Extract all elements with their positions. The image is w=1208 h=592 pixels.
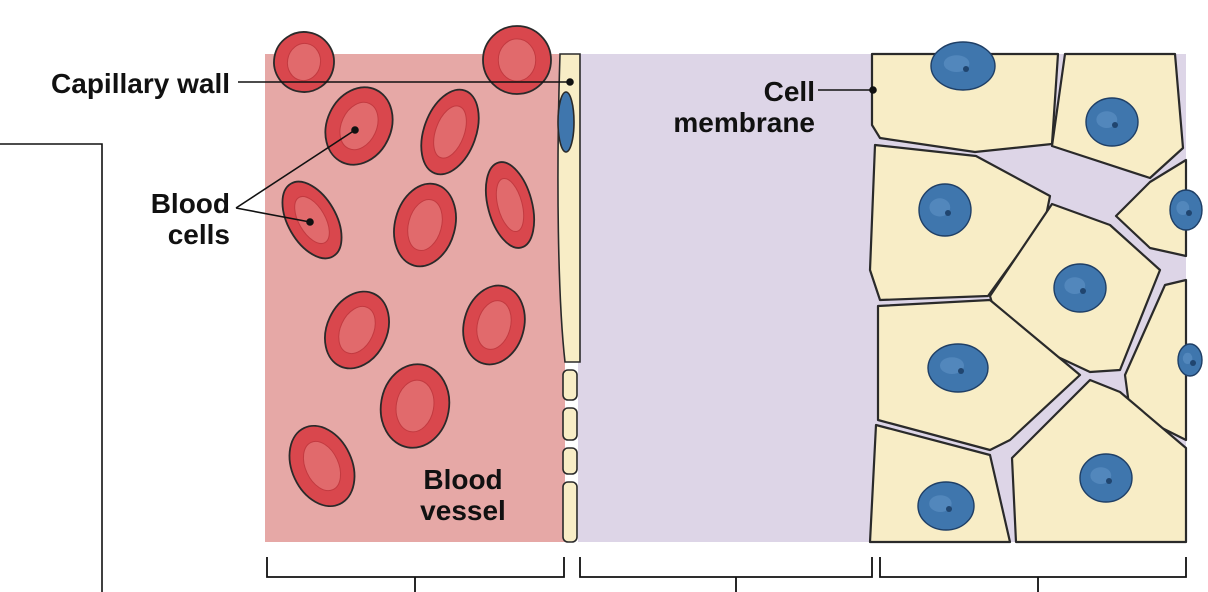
tissue-cell: [870, 41, 1060, 154]
blood-vessel-label: Blood vessel: [420, 464, 506, 526]
interstitial-fluid-region: [578, 54, 875, 542]
cell-membrane-label: Cell membrane: [673, 76, 815, 138]
left-bracket-line: [0, 143, 103, 592]
tissue-cell: [988, 202, 1162, 374]
red-blood-cell: [324, 86, 394, 166]
tissue-cell: [868, 423, 1012, 544]
tissue-cell: [1050, 52, 1185, 180]
red-blood-cell: [288, 424, 356, 508]
leader-lines: [235, 78, 877, 226]
red-blood-cell: [420, 88, 480, 176]
endothelial-nucleus: [557, 91, 575, 153]
red-blood-cell: [379, 363, 451, 449]
tissue-cells: [868, 41, 1203, 544]
tissue-cell: [1010, 378, 1188, 544]
red-blood-cell: [482, 25, 552, 95]
red-blood-cell: [484, 161, 536, 249]
red-blood-cell: [462, 284, 526, 366]
red-blood-cells: [273, 25, 552, 508]
capillary-wall-label: Capillary wall: [51, 68, 230, 99]
red-blood-cell: [324, 290, 390, 370]
capillary-wall: [557, 53, 581, 543]
tissue-cell: [1114, 158, 1203, 258]
bottom-brackets: [266, 557, 1187, 592]
tissue-cell: [876, 298, 1082, 452]
red-blood-cell: [273, 31, 335, 93]
blood-cells-label: Blood cells: [150, 188, 230, 250]
tissue-cell: [1123, 278, 1203, 442]
red-blood-cell: [393, 182, 457, 268]
